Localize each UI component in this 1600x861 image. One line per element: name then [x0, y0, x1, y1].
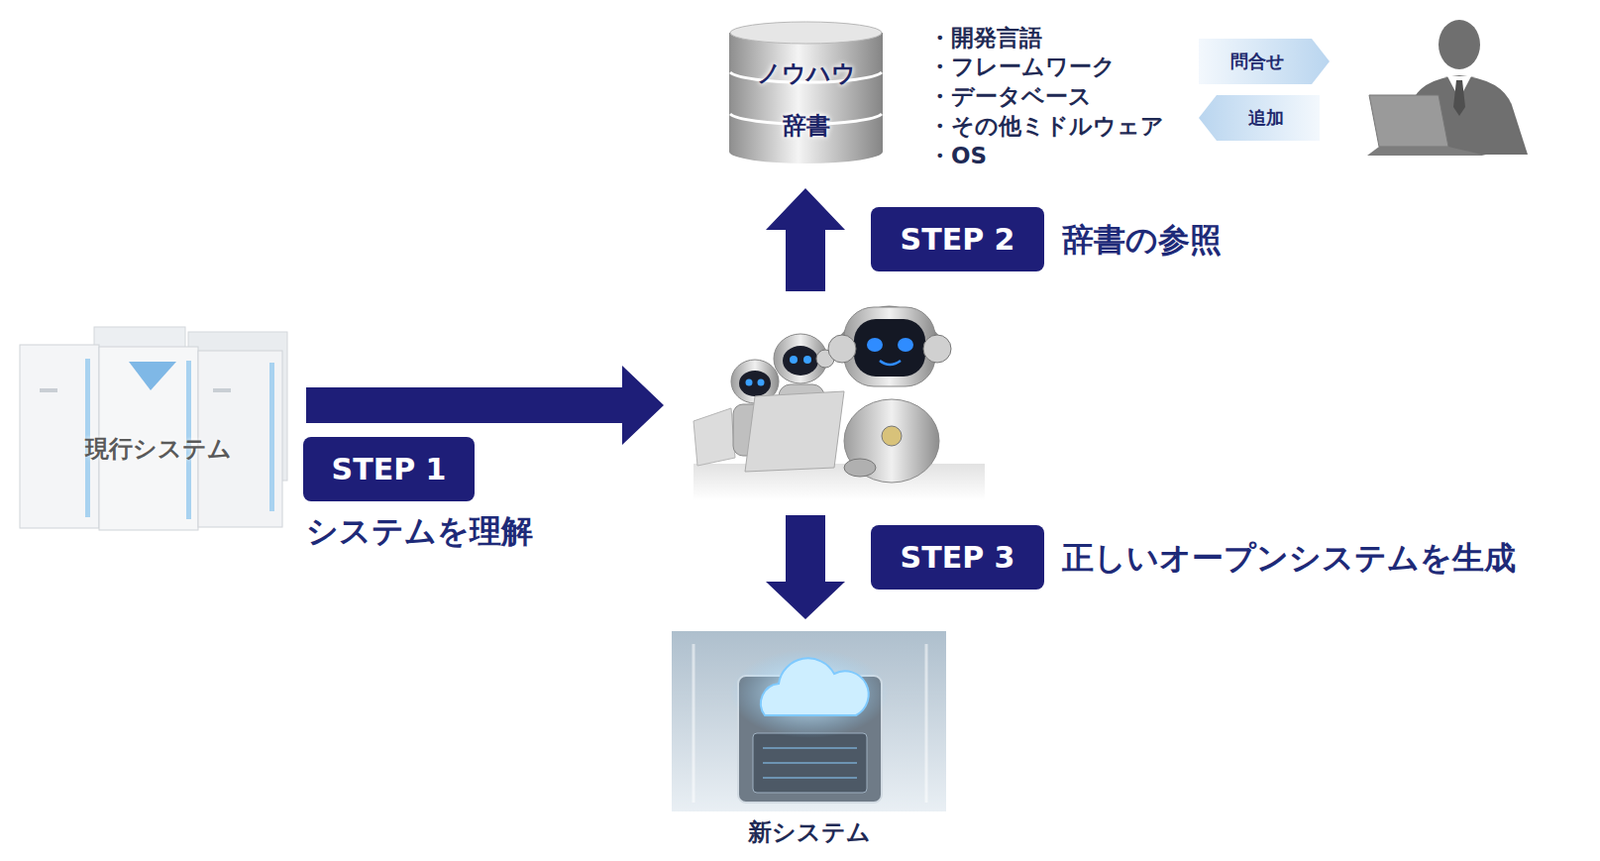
step-box: STEP 2辞書の参照	[870, 207, 1045, 272]
node-label: 現行システム	[0, 433, 292, 464]
cloud-server	[671, 631, 947, 812]
step-box: STEP 1システムを理解	[303, 436, 475, 502]
server-panel	[752, 733, 867, 793]
chevron-shape	[1198, 38, 1330, 85]
robot-eye	[866, 337, 883, 352]
list-item: ・その他ミドルウェア	[928, 111, 1165, 140]
rack-panel	[39, 388, 58, 393]
robot-head	[844, 307, 936, 387]
panel-line	[762, 762, 857, 764]
headphone	[828, 334, 856, 363]
chevron-shape	[1198, 95, 1320, 141]
node-label: ノウハウ	[729, 58, 883, 89]
cloud	[760, 657, 869, 716]
robot-chest	[881, 426, 902, 446]
laptop	[693, 408, 736, 466]
current-system: 現行システム	[0, 320, 292, 536]
new-system: 新システム	[671, 631, 947, 845]
robot-hand	[844, 458, 876, 477]
robot-eye	[897, 337, 914, 352]
cylinder-body	[729, 32, 883, 164]
step-label: STEP 2	[870, 207, 1045, 272]
image-bg	[671, 631, 947, 812]
flow-arrow	[765, 515, 846, 620]
robot-body	[844, 399, 940, 483]
user-silhouette	[1367, 19, 1528, 156]
robot-eye	[757, 379, 765, 387]
step-heading: システムを理解	[306, 511, 534, 551]
cylinder-top	[730, 21, 882, 44]
flow-arrow	[765, 188, 846, 292]
robot-eye	[789, 355, 798, 364]
robot-visor	[782, 345, 819, 376]
flow-arrow	[306, 365, 664, 445]
robot-mouth	[879, 360, 901, 365]
rack-panel	[213, 388, 231, 393]
node-label: 追加	[1198, 95, 1320, 141]
list-item: ・データベース	[928, 82, 1092, 110]
robot-eye	[746, 379, 753, 387]
list-item: ・OS	[928, 141, 987, 170]
add-chevron: 追加	[1198, 95, 1320, 141]
glow	[730, 648, 889, 739]
step-heading: 正しいオープンシステムを生成	[1062, 537, 1516, 578]
person-head	[1438, 19, 1481, 70]
query-chevron: 問合せ	[1198, 38, 1330, 85]
laptop-base	[1367, 146, 1487, 156]
list-item: ・フレームワーク	[928, 52, 1116, 81]
light-strip	[269, 362, 275, 512]
panel-line	[762, 747, 857, 749]
ai-robots	[693, 307, 985, 501]
person-tie	[1453, 80, 1466, 116]
list-item: ・開発言語	[928, 23, 1043, 52]
node-label: 新システム	[671, 817, 947, 848]
bg-line	[925, 643, 929, 803]
node-label: 問合せ	[1198, 38, 1330, 85]
step-box: STEP 3正しいオープンシステムを生成	[870, 525, 1045, 590]
bg-line	[692, 643, 696, 803]
database-cylinder: ノウハウ辞書	[729, 20, 883, 164]
step-label: STEP 3	[870, 525, 1045, 590]
desk	[693, 463, 985, 501]
rack-logo	[128, 361, 177, 391]
robot-eye	[803, 355, 812, 364]
shape-outline	[729, 20, 883, 164]
step-label: STEP 1	[303, 436, 475, 502]
robot-visor	[853, 319, 926, 377]
laptop	[745, 391, 845, 472]
headphone	[923, 334, 952, 363]
server-racks	[19, 326, 288, 531]
robot-visor	[739, 370, 771, 397]
panel-line	[762, 777, 857, 779]
node-label: 辞書	[729, 110, 883, 141]
laptop	[1369, 95, 1449, 147]
step-heading: 辞書の参照	[1062, 219, 1222, 260]
